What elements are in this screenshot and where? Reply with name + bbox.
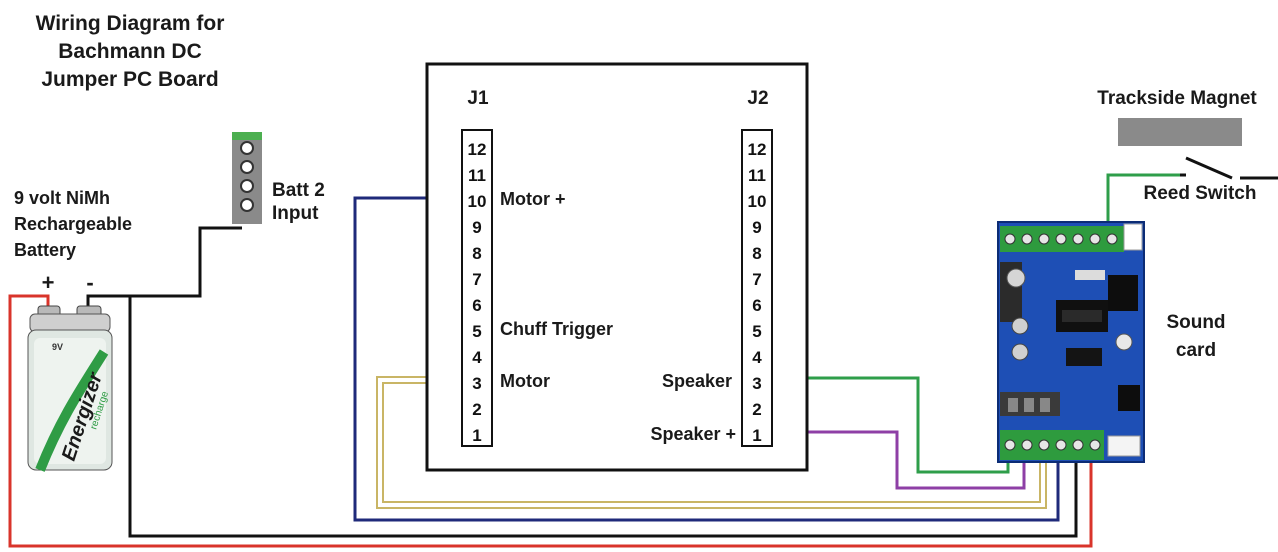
wire-green-reed-switch xyxy=(1106,173,1186,222)
j1-pin-3: 3 xyxy=(472,374,481,393)
j1-pin-7: 7 xyxy=(472,270,481,289)
j2-pin-8: 8 xyxy=(752,244,761,263)
battery-voltage-text: 9V xyxy=(52,342,63,352)
switch-icon xyxy=(1180,156,1278,180)
bottom-terminals-screw-terminal xyxy=(1021,439,1033,451)
j1-pin-2: 2 xyxy=(472,400,481,419)
j2-pin-3: 3 xyxy=(752,374,761,393)
jumper-pc-board: J1 J2 12 11 10 9 8 7 6 5 4 3 2 1 12 11 10 9 8 7 6 5 4 3 2 1 Mo… xyxy=(425,62,809,472)
wire-red-battery-positive xyxy=(8,294,1093,548)
wire-black-battery-to-batt2 xyxy=(86,226,242,308)
top-terminals-screw-terminal xyxy=(1106,233,1118,245)
j2-pin-2: 2 xyxy=(752,400,761,419)
wire-black-battery-to-sound-card xyxy=(128,296,1078,538)
j1-pin-1: 1 xyxy=(472,426,481,445)
sound-card-label-line-1: Sound xyxy=(1166,312,1225,333)
j2-header: 12 11 10 9 8 7 6 5 4 3 2 1 xyxy=(741,129,773,447)
j2-pin-11: 11 xyxy=(748,166,766,185)
battery-minus-label: - xyxy=(86,270,93,295)
battery-label-line-1: 9 volt NiMh xyxy=(14,188,110,208)
j2-pin-4: 4 xyxy=(752,348,762,367)
battery-section: 9 volt NiMh Rechargeable Battery + - 9V … xyxy=(14,188,132,472)
batt2-label-line-2: Input xyxy=(272,203,319,224)
j1-pin-5: 5 xyxy=(472,322,481,341)
top-terminals-screw-terminal xyxy=(1089,233,1101,245)
sound-card-label-line-2: card xyxy=(1176,340,1216,361)
j1-pin-4: 4 xyxy=(472,348,482,367)
j1-pin-12: 12 xyxy=(468,140,487,159)
trackside-magnet-label: Trackside Magnet xyxy=(1097,88,1257,109)
j1-pin5-annotation: Chuff Trigger xyxy=(500,319,613,339)
j1-pin-8: 8 xyxy=(472,244,481,263)
wire-tan-motor-outer xyxy=(376,376,1047,509)
j2-pin-9: 9 xyxy=(752,218,761,237)
reed-switch-label: Reed Switch xyxy=(1144,183,1257,204)
j2-pin-10: 10 xyxy=(748,192,767,211)
j2-pin3-annotation: Speaker xyxy=(662,371,732,391)
j1-pin-9: 9 xyxy=(472,218,481,237)
diagram-title: Wiring Diagram for Bachmann DC Jumper PC… xyxy=(36,12,225,91)
magnet-icon xyxy=(1118,118,1242,146)
connector-icon xyxy=(232,132,262,224)
batt2-connector: Batt 2 Input xyxy=(232,132,325,224)
top-terminals-screw-terminal xyxy=(1038,233,1050,245)
bottom-terminals-screw-terminal xyxy=(1072,439,1084,451)
j1-pin-6: 6 xyxy=(472,296,481,315)
battery-plus-label: + xyxy=(42,270,55,295)
j2-pin-12: 12 xyxy=(748,140,767,159)
j1-pin10-annotation: Motor + xyxy=(500,189,566,209)
top-terminals-screw-terminal xyxy=(1072,233,1084,245)
top-terminals-screw-terminal xyxy=(1021,233,1033,245)
j1-header: 12 11 10 9 8 7 6 5 4 3 2 1 xyxy=(461,129,493,447)
j2-pin1-annotation: Speaker + xyxy=(650,424,736,444)
bottom-terminals-screw-terminal xyxy=(1089,439,1101,451)
battery-icon: 9V Energizer recharge xyxy=(27,305,113,472)
j1-pin3-annotation: Motor xyxy=(500,371,550,391)
title-line-2: Bachmann DC xyxy=(58,40,202,63)
j1-pin-11: 11 xyxy=(468,166,486,185)
j2-pin-6: 6 xyxy=(752,296,761,315)
battery-label-line-3: Battery xyxy=(14,240,76,260)
j2-label: J2 xyxy=(747,88,768,109)
j2-pin-1: 1 xyxy=(752,426,761,445)
sound-card: Sound card xyxy=(997,221,1226,463)
wire-purple-speaker-positive xyxy=(772,430,1026,490)
wire-green-speaker xyxy=(772,376,1010,474)
j1-pin-10: 10 xyxy=(468,192,487,211)
title-line-1: Wiring Diagram for xyxy=(36,12,225,35)
bottom-terminals-screw-terminal xyxy=(1055,439,1067,451)
j1-label: J1 xyxy=(467,88,489,109)
batt2-label-line-1: Batt 2 xyxy=(272,180,325,201)
circuit-board-icon xyxy=(997,221,1145,463)
title-line-3: Jumper PC Board xyxy=(41,68,218,91)
top-terminals-screw-terminal xyxy=(1055,233,1067,245)
top-terminals-screw-terminal xyxy=(1004,233,1016,245)
j2-pin-7: 7 xyxy=(752,270,761,289)
j2-pin-5: 5 xyxy=(752,322,761,341)
wire-tan-motor-inner xyxy=(382,382,1041,503)
battery-label-line-2: Rechargeable xyxy=(14,214,132,234)
bottom-terminals-screw-terminal xyxy=(1004,439,1016,451)
bottom-terminals-screw-terminal xyxy=(1038,439,1050,451)
wire-navy-motor-positive xyxy=(353,196,1060,522)
